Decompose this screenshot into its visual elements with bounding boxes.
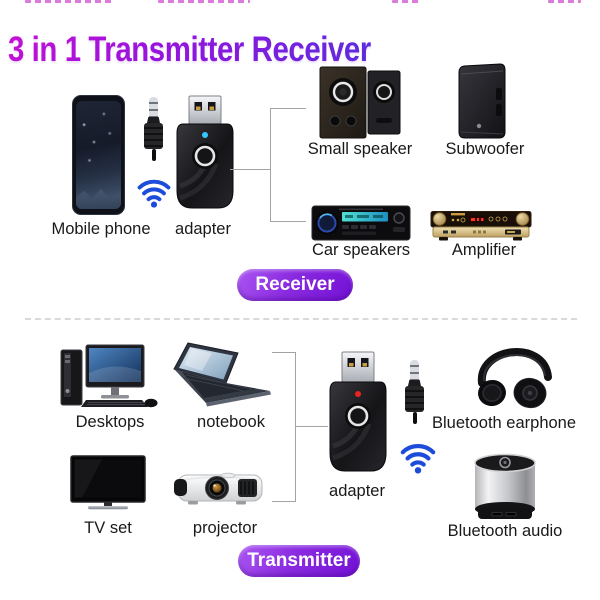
phone-screen (76, 101, 121, 209)
car-stereo-image (311, 205, 411, 241)
cropped-text-remnant (392, 0, 420, 3)
aux-jack-plug-icon (144, 97, 163, 161)
page-title: 3 in 1 Transmitter Receiver (8, 30, 371, 70)
pairing-button (194, 145, 216, 167)
bluetooth-earphone-image (477, 348, 552, 409)
label-bluetooth-earphone: Bluetooth earphone (432, 414, 577, 432)
connector-line (272, 352, 295, 353)
cropped-text-remnant (25, 0, 113, 3)
label-amplifier: Amplifier (451, 241, 517, 259)
projector-image (174, 472, 263, 505)
usb-adapter-image-receiver (176, 95, 234, 209)
notebook-image (173, 342, 271, 407)
label-bluetooth-audio: Bluetooth audio (447, 522, 563, 540)
tv-set-image (70, 455, 146, 510)
usb-plug (341, 351, 375, 383)
connector-line (295, 426, 328, 427)
cropped-text-remnant (548, 0, 581, 3)
connector-line (270, 108, 306, 109)
label-mobile-phone: Mobile phone (51, 220, 151, 238)
wifi-signal-icon (137, 179, 171, 208)
usb-adapter-image-transmitter (329, 351, 387, 472)
connector-line (270, 221, 306, 222)
cropped-text-remnant (158, 0, 250, 3)
connector-line (295, 352, 296, 502)
small-speaker-image (319, 66, 401, 139)
phone-wallpaper (76, 188, 121, 209)
bluetooth-audio-speaker-image (474, 453, 536, 519)
label-notebook: notebook (197, 413, 265, 431)
wifi-signal-icon (400, 444, 436, 474)
pairing-button (347, 405, 369, 427)
label-adapter-transmitter: adapter (329, 482, 385, 500)
section-divider (25, 318, 577, 320)
label-adapter-receiver: adapter (175, 220, 231, 238)
usb-plug (188, 95, 222, 125)
status-led-blue (202, 132, 208, 138)
aux-jack-plug-icon (405, 360, 424, 424)
label-subwoofer: Subwoofer (445, 140, 525, 158)
label-tv-set: TV set (84, 519, 132, 537)
receiver-mode-badge: Receiver (237, 269, 353, 301)
label-small-speaker: Small speaker (307, 140, 413, 158)
connector-line (230, 169, 270, 170)
label-projector: projector (192, 519, 258, 537)
transmitter-mode-badge: Transmitter (238, 545, 360, 577)
status-led-red (355, 391, 361, 397)
subwoofer-image (458, 63, 506, 139)
label-desktops: Desktops (75, 413, 145, 431)
label-car-speakers: Car speakers (311, 241, 411, 259)
connector-line (272, 501, 295, 502)
amplifier-image (430, 211, 532, 241)
connector-line (270, 108, 271, 222)
desktop-computer-image (60, 344, 158, 408)
mobile-phone-image (72, 95, 125, 215)
